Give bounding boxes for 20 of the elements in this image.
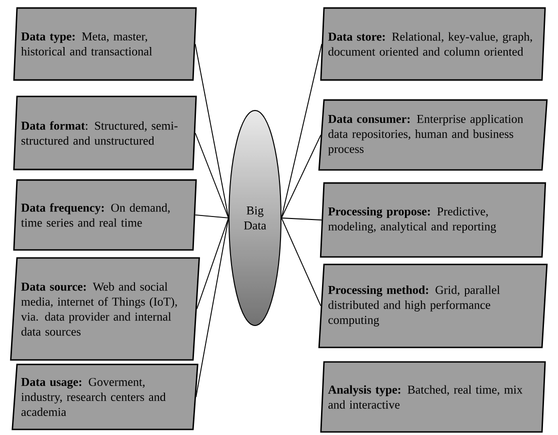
parallelogram-box: Data frequency: On demand, time series and real time <box>13 179 197 251</box>
parallelogram-box: Data source: Web and social media, internet of Things (IoT), via. data provider and internal data sources <box>10 257 200 361</box>
connector-line <box>194 44 229 218</box>
connector-line <box>281 134 322 218</box>
connector-line <box>196 218 229 310</box>
parallelogram-box: Analysis type: Batched, real time, mix and interactive <box>320 361 546 433</box>
parallelogram-box: Data usage: Goverment, industry, research centers and academia <box>12 364 198 430</box>
connector-line <box>196 218 229 398</box>
parallelogram-box: Data type: Meta, master, historical and transactional <box>13 7 197 81</box>
ellipse-node: Big Data <box>228 110 282 326</box>
parallelogram-box: Data store: Relational, key-value, graph, document oriented and column oriented <box>320 7 546 81</box>
parallelogram-box: Data format: Structured, semi-structured and unstructured <box>13 96 197 170</box>
parallelogram-box: Processing method: Grid, parallel distributed and high performance computing <box>318 264 548 348</box>
connector-line <box>281 218 322 306</box>
connector-line <box>194 132 229 218</box>
parallelogram-box: Processing propose: Predictive, modeling, analytical and reporting <box>320 182 546 258</box>
connector-line <box>281 218 322 220</box>
connector-line <box>194 214 229 218</box>
parallelogram-box: Data consumer: Enterprise application data repositories, human and business process <box>318 99 548 171</box>
connector-line <box>281 44 322 218</box>
